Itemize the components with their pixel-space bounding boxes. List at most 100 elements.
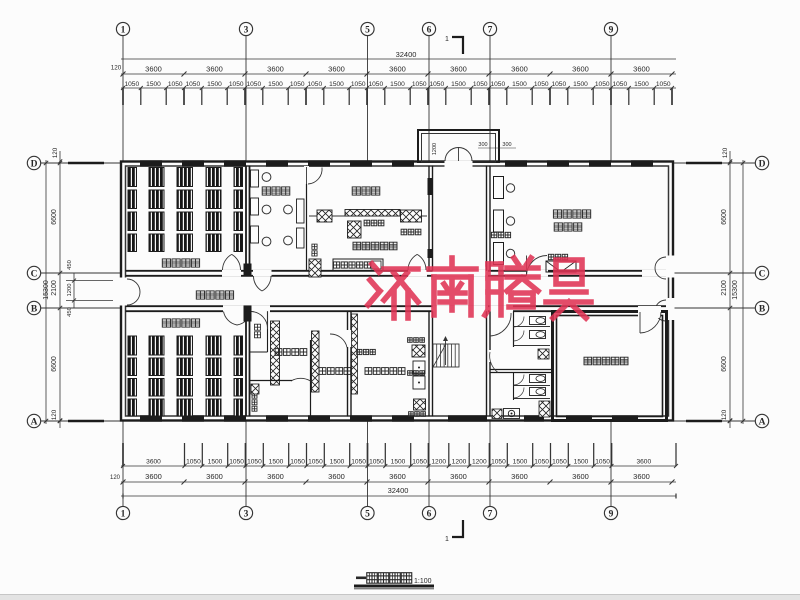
svg-text:5: 5: [365, 509, 370, 519]
svg-text:3600: 3600: [450, 472, 467, 481]
svg-text:1500: 1500: [451, 81, 466, 88]
svg-text:3600: 3600: [267, 65, 284, 74]
svg-text:1050: 1050: [229, 459, 244, 466]
svg-text:1:100: 1:100: [414, 578, 432, 585]
svg-text:1: 1: [445, 36, 449, 43]
svg-text:1050: 1050: [229, 81, 244, 88]
svg-text:3600: 3600: [146, 459, 161, 466]
svg-text:1500: 1500: [634, 81, 649, 88]
svg-text:3600: 3600: [450, 65, 467, 74]
svg-text:1500: 1500: [269, 459, 284, 466]
svg-text:1050: 1050: [491, 459, 506, 466]
svg-text:1200: 1200: [452, 459, 467, 466]
svg-text:15300: 15300: [732, 280, 739, 300]
svg-text:1050: 1050: [595, 459, 610, 466]
svg-text:15300: 15300: [43, 280, 50, 300]
svg-text:7: 7: [488, 509, 493, 519]
svg-text:2100: 2100: [721, 280, 728, 296]
svg-text:1050: 1050: [307, 81, 322, 88]
svg-text:1050: 1050: [185, 81, 200, 88]
svg-text:1500: 1500: [513, 459, 528, 466]
svg-text:3: 3: [244, 25, 249, 35]
svg-text:1050: 1050: [351, 459, 366, 466]
svg-text:3600: 3600: [328, 65, 345, 74]
svg-text:B: B: [31, 304, 38, 314]
svg-text:1050: 1050: [412, 459, 427, 466]
svg-text:1: 1: [445, 536, 449, 543]
svg-text:3600: 3600: [206, 472, 223, 481]
svg-text:3600: 3600: [389, 472, 406, 481]
svg-text:D: D: [31, 159, 38, 169]
svg-text:1050: 1050: [595, 81, 610, 88]
svg-text:120: 120: [111, 65, 122, 72]
svg-text:120: 120: [721, 409, 728, 420]
svg-text:32400: 32400: [396, 50, 417, 59]
svg-text:1: 1: [121, 509, 126, 519]
svg-text:5: 5: [365, 25, 370, 35]
svg-text:120: 120: [722, 147, 729, 158]
svg-text:1500: 1500: [268, 81, 283, 88]
svg-text:6: 6: [427, 509, 432, 519]
svg-text:6600: 6600: [721, 209, 728, 225]
svg-text:1050: 1050: [412, 81, 427, 88]
svg-text:3600: 3600: [572, 65, 589, 74]
svg-text:C: C: [759, 269, 766, 279]
svg-text:1500: 1500: [329, 81, 344, 88]
svg-text:3600: 3600: [145, 472, 162, 481]
svg-text:120: 120: [51, 409, 58, 420]
svg-text:1050: 1050: [246, 81, 261, 88]
svg-text:1200: 1200: [472, 459, 487, 466]
svg-text:300: 300: [502, 142, 511, 148]
svg-text:9: 9: [609, 25, 614, 35]
svg-text:3600: 3600: [511, 65, 528, 74]
svg-text:1050: 1050: [290, 459, 305, 466]
svg-text:1050: 1050: [351, 81, 366, 88]
svg-text:6600: 6600: [51, 356, 58, 372]
svg-text:3600: 3600: [572, 472, 589, 481]
svg-text:3600: 3600: [636, 459, 651, 466]
svg-text:1050: 1050: [473, 81, 488, 88]
svg-text:A: A: [31, 417, 38, 427]
svg-text:1500: 1500: [390, 81, 405, 88]
svg-text:1050: 1050: [612, 81, 627, 88]
svg-text:450: 450: [67, 260, 73, 270]
svg-text:7: 7: [488, 25, 493, 35]
svg-text:1050: 1050: [168, 81, 183, 88]
svg-text:1050: 1050: [308, 459, 323, 466]
svg-text:120: 120: [52, 147, 59, 158]
svg-text:3600: 3600: [633, 472, 650, 481]
svg-text:6: 6: [427, 25, 432, 35]
svg-text:450: 450: [67, 307, 73, 317]
svg-text:1500: 1500: [146, 81, 161, 88]
svg-text:1050: 1050: [290, 81, 305, 88]
svg-text:1500: 1500: [208, 459, 223, 466]
svg-text:1050: 1050: [552, 459, 567, 466]
svg-text:3600: 3600: [328, 472, 345, 481]
svg-text:1: 1: [121, 25, 126, 35]
svg-text:D: D: [759, 159, 766, 169]
svg-text:1200: 1200: [432, 143, 438, 155]
svg-text:1200: 1200: [431, 459, 446, 466]
svg-text:1050: 1050: [429, 81, 444, 88]
svg-text:2100: 2100: [51, 280, 58, 296]
svg-text:1200: 1200: [67, 284, 73, 297]
svg-text:1050: 1050: [247, 459, 262, 466]
svg-text:1050: 1050: [186, 459, 201, 466]
svg-text:3600: 3600: [206, 65, 223, 74]
svg-text:1500: 1500: [573, 81, 588, 88]
svg-text:B: B: [759, 304, 766, 314]
svg-text:3: 3: [244, 509, 249, 519]
svg-text:1050: 1050: [551, 81, 566, 88]
svg-text:9: 9: [609, 509, 614, 519]
svg-text:3600: 3600: [267, 472, 284, 481]
svg-text:1050: 1050: [490, 81, 505, 88]
svg-text:120: 120: [110, 475, 121, 481]
svg-text:1500: 1500: [207, 81, 222, 88]
svg-text:1050: 1050: [369, 459, 384, 466]
svg-text:300: 300: [478, 142, 487, 148]
svg-text:6600: 6600: [721, 356, 728, 372]
svg-text:1500: 1500: [574, 459, 589, 466]
svg-text:1050: 1050: [656, 81, 671, 88]
svg-text:1500: 1500: [391, 459, 406, 466]
svg-text:3600: 3600: [511, 472, 528, 481]
